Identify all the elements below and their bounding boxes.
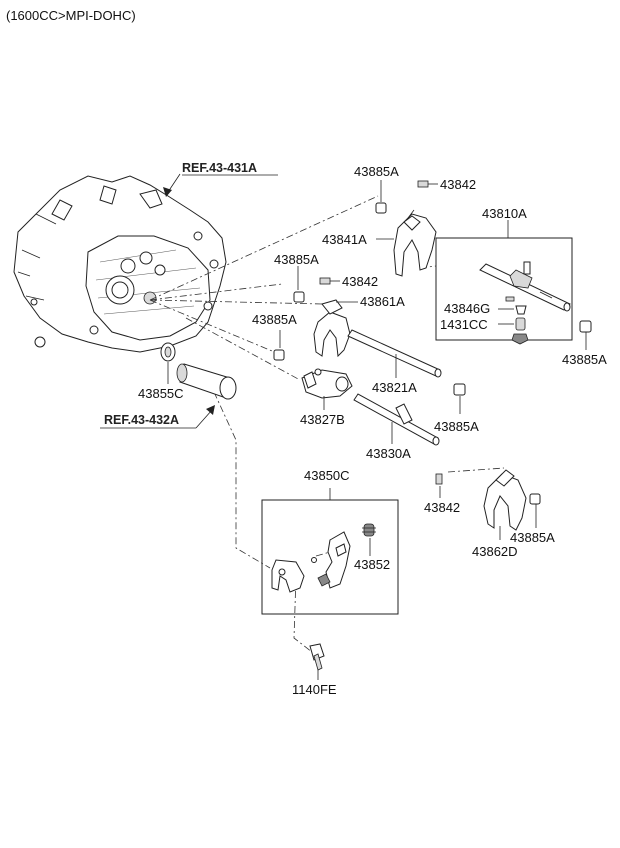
pin-43842-3[interactable]: [435, 473, 443, 485]
bracket-43850c[interactable]: [271, 531, 351, 593]
label-43861a: 43861A: [360, 294, 405, 309]
bushing-43885a-4[interactable]: [273, 349, 285, 361]
transmission-housing[interactable]: [13, 175, 227, 353]
label-1431cc: 1431CC: [440, 317, 488, 332]
label-43862d: 43862D: [472, 544, 518, 559]
label-43810a: 43810A: [482, 206, 527, 221]
reference-upper: REF.43-431A: [182, 161, 257, 175]
oil-seal-43855c[interactable]: [160, 342, 176, 362]
label-43885a-3: 43885A: [562, 352, 607, 367]
label-43885a-1: 43885A: [354, 164, 399, 179]
label-43821a: 43821A: [372, 380, 417, 395]
nut-1431cc[interactable]: [511, 333, 529, 345]
shift-sleeve[interactable]: [176, 363, 237, 400]
label-43850c: 43850C: [304, 468, 350, 483]
ref-upper-arrow-icon: [163, 187, 172, 197]
ref-lower-arrow-icon: [206, 405, 215, 415]
label-43885a-2: 43885A: [274, 252, 319, 267]
label-43846g: 43846G: [444, 301, 490, 316]
shift-rail-43810a[interactable]: [479, 261, 571, 312]
bushing-43885a-3[interactable]: [579, 320, 592, 333]
shift-fork-43841a[interactable]: [393, 209, 437, 277]
bolt-1140fe[interactable]: [309, 643, 325, 671]
pin-43842-1[interactable]: [417, 180, 429, 188]
label-43842-2: 43842: [342, 274, 378, 289]
assembly-box-43810a: [435, 237, 573, 341]
shift-rail-43830a[interactable]: [353, 393, 440, 446]
engine-spec-header: (1600CC>MPI-DOHC): [6, 8, 136, 23]
label-43842-3: 43842: [424, 500, 460, 515]
label-43827b: 43827B: [300, 412, 345, 427]
pin-43842-2[interactable]: [319, 277, 331, 285]
label-43842-1: 43842: [440, 177, 476, 192]
label-1140fe: 1140FE: [292, 682, 337, 697]
bushing-43885a-1[interactable]: [375, 202, 387, 214]
label-43885a-4: 43885A: [252, 312, 297, 327]
shift-rail-43821a[interactable]: [347, 329, 442, 378]
bushing-43885a-2[interactable]: [293, 291, 305, 303]
bushing-43885a-5[interactable]: [453, 383, 466, 396]
shift-lug-43827b[interactable]: [301, 368, 353, 399]
label-43830a: 43830A: [366, 446, 411, 461]
reference-lower: REF.43-432A: [104, 413, 179, 427]
label-43885a-6: 43885A: [510, 530, 555, 545]
label-43885a-5: 43885A: [434, 419, 479, 434]
label-43841a: 43841A: [322, 232, 367, 247]
label-43852: 43852: [354, 557, 390, 572]
spring-43846g[interactable]: [515, 305, 527, 315]
spring-43852[interactable]: [362, 523, 376, 537]
pin-43846g[interactable]: [505, 296, 515, 302]
plug-1431cc[interactable]: [515, 317, 526, 331]
shift-fork-43861a[interactable]: [313, 299, 351, 358]
bushing-43885a-6[interactable]: [529, 493, 541, 505]
shift-fork-43862d[interactable]: [483, 469, 527, 531]
label-43855c: 43855C: [138, 386, 184, 401]
